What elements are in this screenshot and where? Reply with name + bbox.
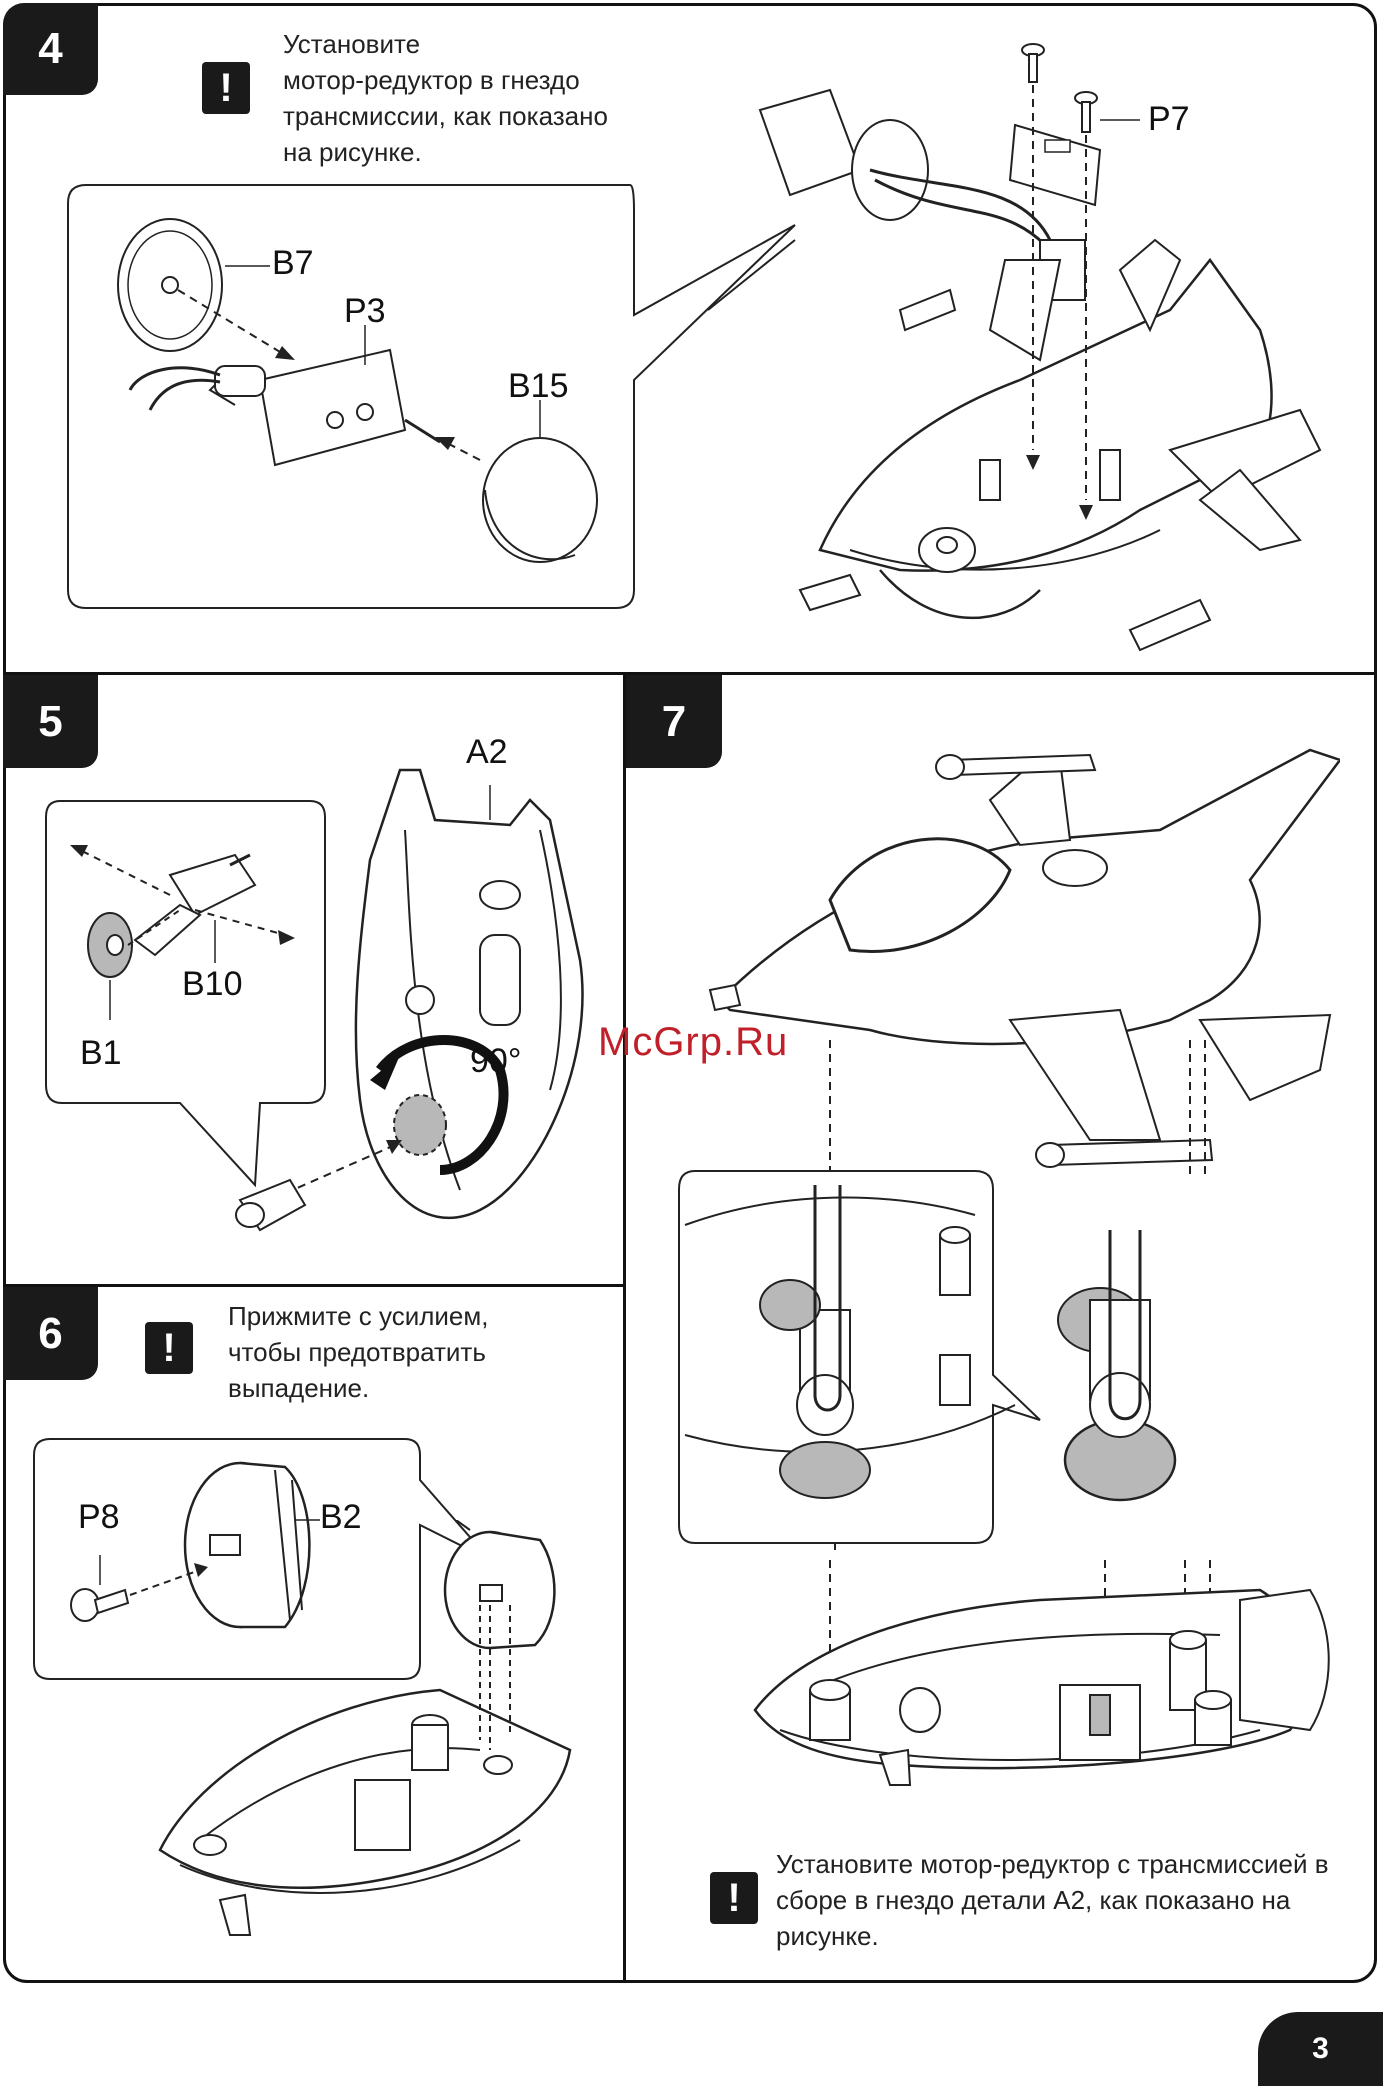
divider-vertical <box>623 672 626 1983</box>
step-7-line-2: сборе в гнездо детали A2, как показано н… <box>776 1882 1329 1918</box>
step-6-warning-icon: ! <box>145 1322 193 1374</box>
label-a2: A2 <box>466 733 508 772</box>
step-6-line-1: Прижмите с усилием, <box>228 1298 488 1334</box>
step-7-detail-callout <box>675 1165 1045 1550</box>
step-4-badge: 4 <box>3 3 98 95</box>
step-4-line-1: Установите <box>283 26 608 62</box>
page-number: 3 <box>1258 2012 1383 2086</box>
step-7-line-3: рисунке. <box>776 1918 1329 1954</box>
step-5-number: 5 <box>38 697 62 747</box>
step-7-motor-assembly <box>1050 1230 1210 1540</box>
step-7-line-1: Установите мотор-редуктор с трансмиссией… <box>776 1846 1329 1882</box>
step-7-number: 7 <box>662 697 686 747</box>
step-6-instruction: Прижмите с усилием, чтобы предотвратить … <box>228 1298 488 1406</box>
label-b15: B15 <box>508 367 569 406</box>
label-b1: B1 <box>80 1034 122 1073</box>
step-4-detail-callout <box>60 90 800 620</box>
step-6-line-2: чтобы предотвратить <box>228 1334 488 1370</box>
label-p3: P3 <box>344 292 386 331</box>
label-p7: P7 <box>1148 100 1190 139</box>
step-7-plane-top <box>690 720 1340 1180</box>
step-4-main-assembly <box>700 30 1340 670</box>
step-7-base-assembly <box>740 1560 1340 1790</box>
step-5-badge: 5 <box>3 675 98 768</box>
step-6-main-assembly <box>140 1520 610 1950</box>
step-6-line-3: выпадение. <box>228 1370 488 1406</box>
label-b7: B7 <box>272 244 314 283</box>
step-7-warning-icon: ! <box>710 1872 758 1924</box>
label-p8: P8 <box>78 1498 120 1537</box>
step-6-number: 6 <box>38 1309 62 1359</box>
step-4-number: 4 <box>38 24 62 74</box>
label-angle: 90° <box>470 1042 521 1081</box>
step-6-badge: 6 <box>3 1287 98 1380</box>
step-5-main-assembly <box>210 760 610 1260</box>
step-7-instruction: Установите мотор-редуктор с трансмиссией… <box>776 1846 1329 1954</box>
watermark: McGrp.Ru <box>598 1020 788 1065</box>
